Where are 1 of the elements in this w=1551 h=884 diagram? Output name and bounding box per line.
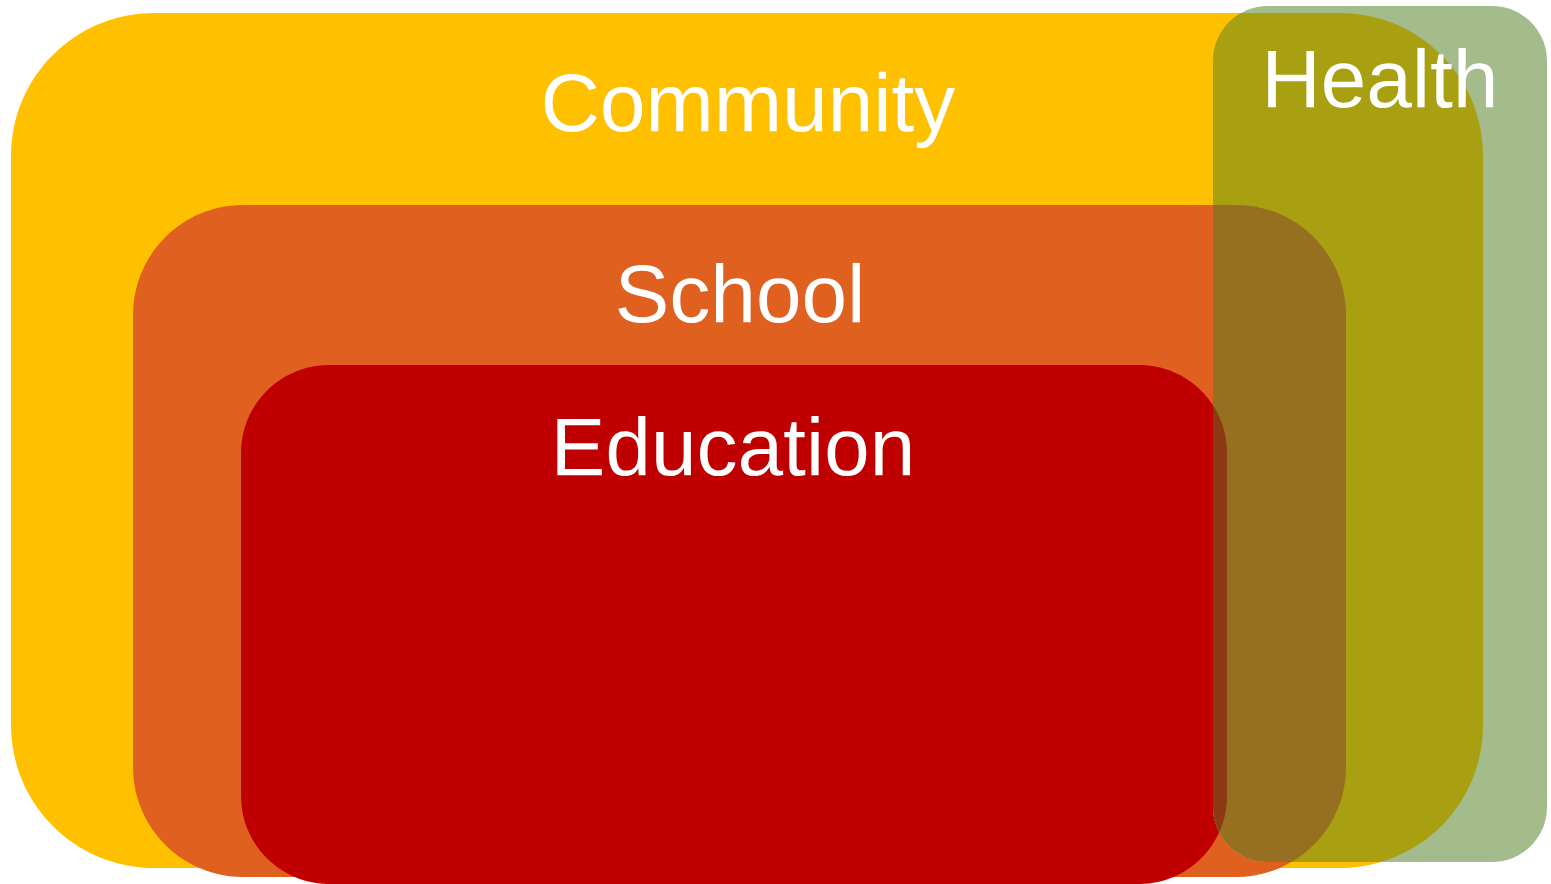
rounded-box: Health xyxy=(1213,6,1547,862)
